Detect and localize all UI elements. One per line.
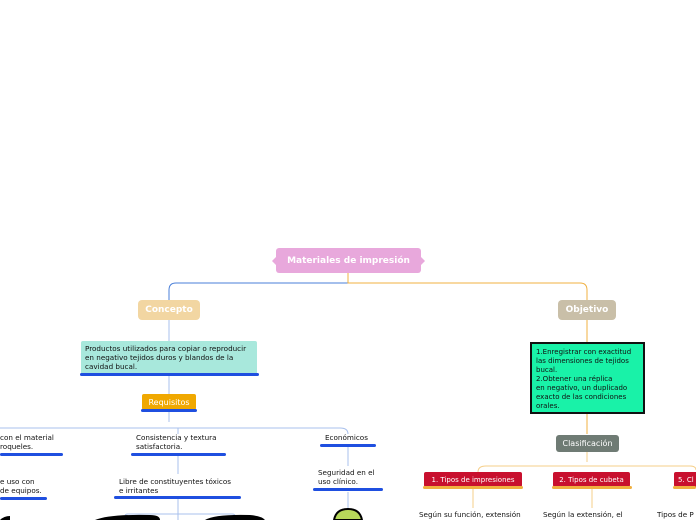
bottom-shape-left bbox=[95, 514, 160, 520]
concepto-definition-text: Productos utilizados para copiar o repro… bbox=[85, 344, 247, 371]
concepto-definition-box[interactable]: Productos utilizados para copiar o repro… bbox=[81, 341, 257, 375]
connector-clasificacion-branches bbox=[477, 452, 696, 473]
requisito-item-seguridad-underline bbox=[313, 488, 383, 491]
root-right-arrow-icon bbox=[421, 257, 425, 265]
requisito-item-libre-toxicos-underline bbox=[114, 496, 241, 499]
objetivo-box[interactable]: 1.Enregistrar con exactitud las dimensio… bbox=[530, 342, 645, 414]
clasificacion-tipo-1-underline bbox=[423, 486, 523, 489]
clasificacion-tipo-5-underline bbox=[673, 486, 696, 489]
requisito-item-seguridad[interactable]: Seguridad en el uso clínico. bbox=[318, 468, 375, 486]
concepto-definition-underline bbox=[80, 373, 259, 376]
clasificacion-tipo-5-label: 5. Cl bbox=[678, 475, 694, 484]
requisito-item-material[interactable]: con el material roqueles. bbox=[0, 433, 54, 451]
clasificacion-tipo-2[interactable]: 2. Tipos de cubeta bbox=[553, 472, 630, 487]
clasificacion-tipo-5-sub[interactable]: Tipos de P bbox=[657, 510, 694, 519]
connector-requisitos-branches bbox=[0, 412, 349, 435]
clasificacion-label: Clasificación bbox=[562, 439, 613, 448]
clasificacion-tipo-5[interactable]: 5. Cl bbox=[674, 472, 696, 487]
bottom-shape-green bbox=[332, 507, 364, 520]
requisito-item-libre-toxicos[interactable]: Libre de constituyentes tóxicos e irrita… bbox=[119, 477, 232, 495]
connector-root-objetivo bbox=[347, 272, 588, 300]
clasificacion-tipo-2-sub[interactable]: Según la extensión, el bbox=[543, 510, 623, 519]
concepto-node[interactable]: Concepto bbox=[138, 300, 200, 320]
clasificacion-tipo-2-underline bbox=[552, 486, 632, 489]
clasificacion-node[interactable]: Clasificación bbox=[556, 435, 619, 452]
requisito-item-consistencia[interactable]: Consistencia y textura satisfactoria. bbox=[136, 433, 217, 451]
objetivo-text: 1.Enregistrar con exactitud las dimensio… bbox=[536, 348, 632, 410]
clasificacion-tipo-2-label: 2. Tipos de cubeta bbox=[559, 475, 624, 484]
objetivo-node[interactable]: Objetivo bbox=[558, 300, 616, 320]
root-left-arrow-icon bbox=[272, 257, 276, 265]
requisito-item-economicos[interactable]: Económicos bbox=[325, 433, 368, 442]
root-node[interactable]: Materiales de impresión bbox=[276, 248, 421, 273]
requisitos-label: Requisitos bbox=[148, 397, 190, 407]
bottom-shape-right bbox=[205, 514, 265, 520]
requisitos-node[interactable]: Requisitos bbox=[142, 394, 196, 410]
bottom-shape-edge bbox=[0, 516, 10, 520]
root-label: Materiales de impresión bbox=[287, 255, 410, 266]
requisito-item-economicos-underline bbox=[320, 444, 376, 447]
objetivo-label: Objetivo bbox=[565, 305, 609, 315]
connector-root-concepto bbox=[168, 272, 349, 300]
requisito-item-uso-equipos[interactable]: e uso con de equipos. bbox=[0, 477, 42, 495]
requisito-item-uso-equipos-underline bbox=[0, 497, 47, 500]
requisito-item-consistencia-underline bbox=[131, 453, 226, 456]
clasificacion-tipo-1[interactable]: 1. Tipos de impresiones bbox=[424, 472, 522, 487]
requisitos-underline bbox=[141, 409, 197, 412]
clasificacion-tipo-1-label: 1. Tipos de impresiones bbox=[431, 475, 515, 484]
requisito-item-material-underline bbox=[0, 453, 63, 456]
concepto-label: Concepto bbox=[145, 305, 193, 315]
clasificacion-tipo-1-sub[interactable]: Según su función, extensión bbox=[419, 510, 521, 519]
